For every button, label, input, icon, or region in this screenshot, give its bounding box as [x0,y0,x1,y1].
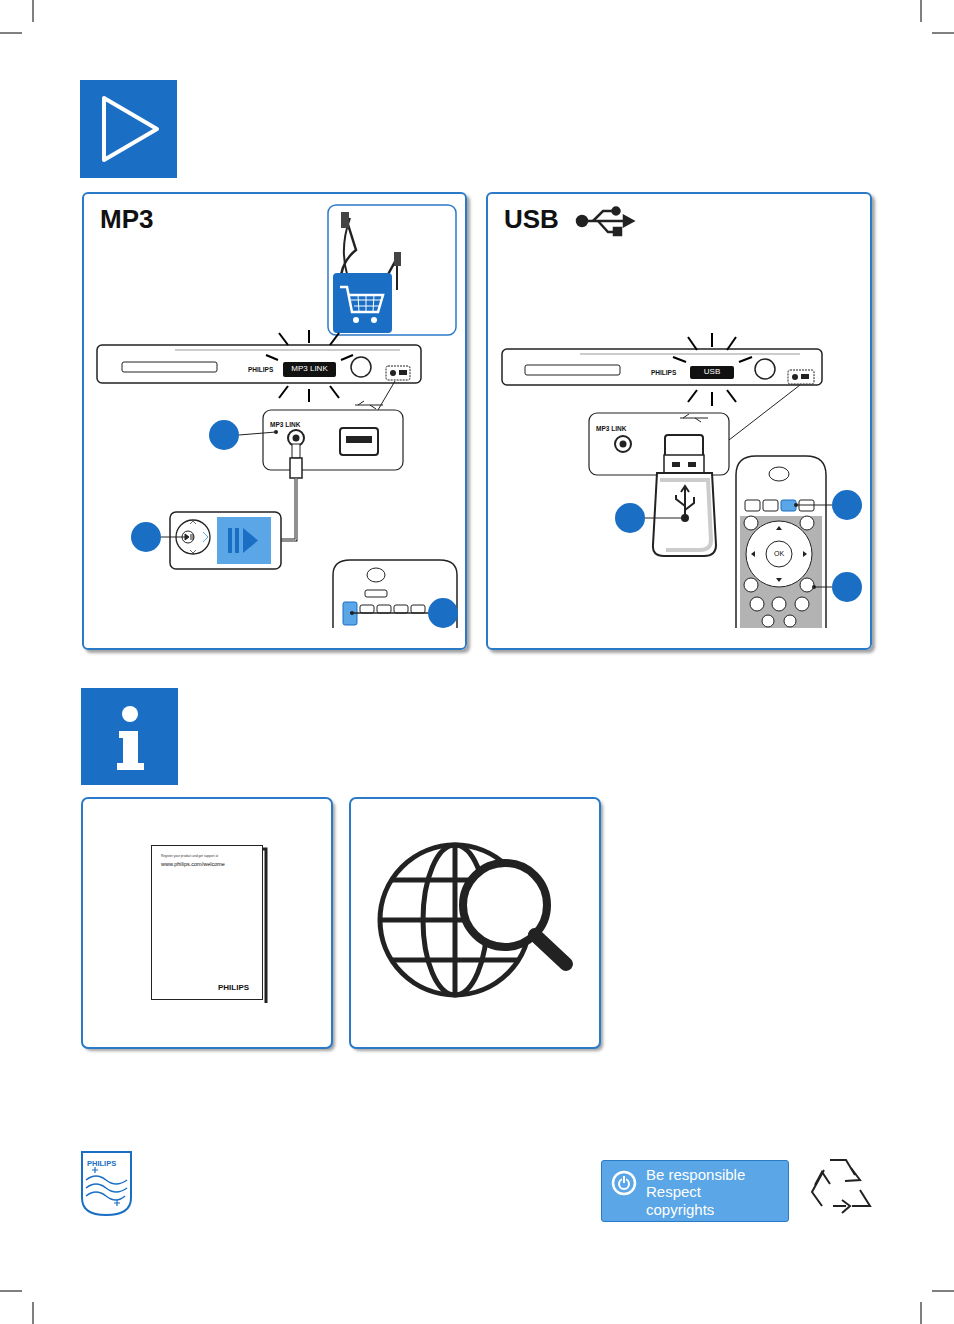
booklet-brand: PHILIPS [218,984,249,993]
brand-logo: PHILIPS [87,1160,116,1168]
booklet-url: www.philips.com/welcome [161,861,225,867]
display-text: USB [704,368,720,377]
user-manual-booklet: Register your product and get support at… [151,845,263,1000]
port-label: MP3 LINK [270,421,300,428]
panel-title: MP3 [100,205,153,234]
usb-panel: USB [486,192,872,650]
display-text: MP3 LINK [291,365,327,374]
brand-logo: PHILIPS [651,369,676,376]
panel-title: USB [504,205,559,234]
button-label: OK [774,550,784,558]
port-label: MP3 LINK [596,425,626,432]
booklet-note: Register your product and get support at [161,855,218,859]
brand-logo: PHILIPS [248,366,273,373]
power-icon [609,1168,639,1198]
copyright-badge: Be responsible Respect copyrights [601,1160,789,1222]
badge-text: Be responsible Respect copyrights [646,1166,766,1218]
